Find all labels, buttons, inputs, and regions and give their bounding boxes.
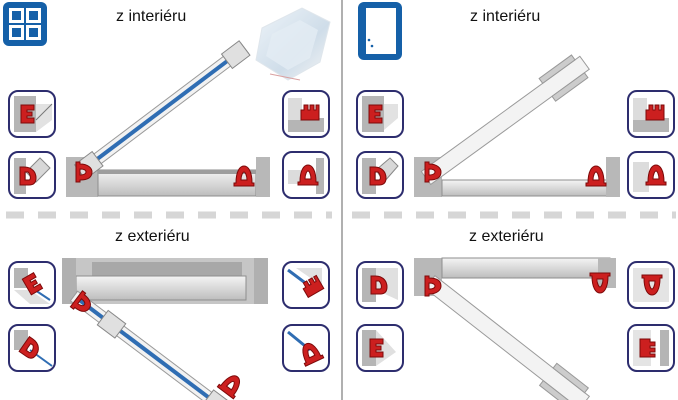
gasket-badge-d-door-ext bbox=[356, 261, 404, 309]
gasket-badge-m-door bbox=[627, 90, 675, 138]
gasket-badge-dome-door-ext bbox=[627, 261, 675, 309]
door-frame-interior bbox=[414, 54, 620, 197]
gasket-badge-e-door-ext bbox=[356, 324, 404, 372]
gasket-badge-dome-door bbox=[627, 151, 675, 199]
label-right-top: z interiéru bbox=[470, 8, 541, 25]
label-left-bottom: z exteriéru bbox=[115, 228, 190, 245]
gasket-badge-m-rotated-right bbox=[282, 261, 330, 309]
label-left-top: z interiéru bbox=[116, 8, 187, 25]
gasket-badge-d-door bbox=[356, 151, 404, 199]
gasket-badge-dome-right bbox=[282, 151, 330, 199]
gasket-badge-dome-rotated-right bbox=[282, 324, 330, 372]
gasket-badge-e-left bbox=[8, 90, 56, 138]
label-right-bottom: z exteriéru bbox=[469, 228, 544, 245]
left-panel bbox=[3, 2, 331, 400]
gasket-badge-m-right bbox=[282, 90, 330, 138]
window-four-pane-icon bbox=[3, 2, 47, 46]
gasket-badge-d-rotated-left bbox=[8, 324, 56, 372]
door-frame-exterior bbox=[414, 257, 616, 400]
gasket-badge-d-left bbox=[8, 151, 56, 199]
glass-pane-photo bbox=[255, 7, 331, 81]
gasket-badge-m-door-ext bbox=[627, 324, 675, 372]
window-frame-exterior bbox=[62, 258, 268, 400]
gasket-badge-e-rotated-left bbox=[8, 261, 56, 309]
right-panel bbox=[356, 2, 675, 400]
door-icon bbox=[358, 2, 402, 60]
gasket-badge-e-door bbox=[356, 90, 404, 138]
window-frame-interior bbox=[66, 40, 270, 197]
